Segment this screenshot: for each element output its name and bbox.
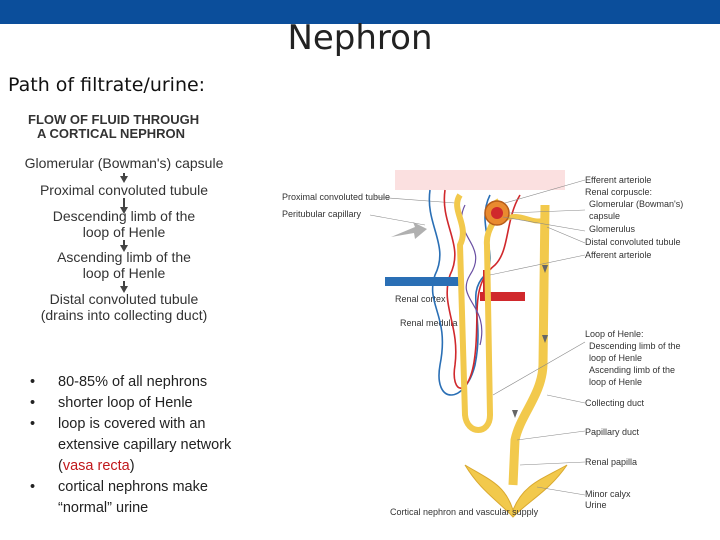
slide-subtitle: Path of filtrate/urine: bbox=[8, 74, 205, 96]
label-dct: Distal convoluted tubule bbox=[585, 237, 681, 247]
flow-step-line1: Descending limb of the bbox=[8, 208, 240, 224]
flow-step-line1: Glomerular (Bowman's) capsule bbox=[8, 155, 240, 171]
label-cortex: Renal cortex bbox=[395, 294, 446, 304]
flow-heading-line2: A CORTICAL NEPHRON bbox=[28, 127, 199, 141]
label-minor-calyx: Minor calyx bbox=[585, 489, 631, 499]
nephron-diagram: Proximal convoluted tubule Peritubular c… bbox=[275, 165, 715, 525]
bullet-text: cortical nephrons make “normal” urine bbox=[58, 479, 208, 516]
down-arrow-icon bbox=[512, 410, 518, 418]
diagram-caption: Cortical nephron and vascular supply bbox=[390, 507, 539, 517]
flow-heading-line1: FLOW OF FLUID THROUGH bbox=[28, 113, 199, 127]
label-collecting: Collecting duct bbox=[585, 398, 645, 408]
bullet-marker: • bbox=[30, 414, 35, 435]
collecting-duct bbox=[513, 205, 545, 485]
bullet-text: shorter loop of Henle bbox=[58, 395, 193, 411]
bullet-item: • cortical nephrons make “normal” urine bbox=[30, 477, 245, 519]
bullet-marker: • bbox=[30, 372, 35, 393]
bullet-text: 80-85% of all nephrons bbox=[58, 374, 207, 390]
bullet-item: • shorter loop of Henle bbox=[30, 393, 245, 414]
label-capsule-2: capsule bbox=[589, 211, 620, 221]
label-ascending-2: loop of Henle bbox=[589, 377, 642, 387]
flow-step-line2: (drains into collecting duct) bbox=[8, 307, 240, 323]
pointer-line bbox=[517, 431, 585, 440]
label-afferent: Afferent arteriole bbox=[585, 250, 651, 260]
label-loop: Loop of Henle: bbox=[585, 329, 644, 339]
flow-step-line1: Distal convoluted tubule bbox=[8, 291, 240, 307]
flow-step-line1: Proximal convoluted tubule bbox=[8, 182, 240, 198]
pointer-line bbox=[520, 462, 585, 465]
label-efferent: Efferent arteriole bbox=[585, 175, 651, 185]
flow-diagram: FLOW OF FLUID THROUGH A CORTICAL NEPHRON… bbox=[8, 113, 258, 328]
label-peritubular: Peritubular capillary bbox=[282, 209, 362, 219]
label-papillary: Papillary duct bbox=[585, 427, 640, 437]
flow-step-ascending: Ascending limb of the loop of Henle bbox=[8, 249, 240, 281]
bullet-text-end: ) bbox=[130, 458, 135, 474]
glomerulus bbox=[491, 207, 503, 219]
label-ascending: Ascending limb of the bbox=[589, 365, 675, 375]
flow-step-line1: Ascending limb of the bbox=[8, 249, 240, 265]
bullet-item: •loop is covered with an extensive capil… bbox=[30, 414, 245, 477]
bullet-item: • 80-85% of all nephrons bbox=[30, 372, 245, 393]
label-papilla: Renal papilla bbox=[585, 457, 637, 467]
flow-step-line2: loop of Henle bbox=[8, 265, 240, 281]
bullet-marker: • bbox=[30, 477, 35, 498]
pointer-line bbox=[547, 227, 585, 243]
pointer-line bbox=[370, 215, 425, 225]
bullet-list: • 80-85% of all nephrons • shorter loop of… bbox=[30, 372, 245, 519]
slide-title: Nephron bbox=[0, 18, 720, 58]
flow-step-line2: loop of Henle bbox=[8, 224, 240, 240]
label-capsule: Glomerular (Bowman's) bbox=[589, 199, 683, 209]
flow-step-capsule: Glomerular (Bowman's) capsule bbox=[8, 155, 240, 171]
label-pct: Proximal convoluted tubule bbox=[282, 192, 390, 202]
flow-step-descending: Descending limb of the loop of Henle bbox=[8, 208, 240, 240]
flow-step-dct: Distal convoluted tubule (drains into co… bbox=[8, 291, 240, 323]
label-corpuscle: Renal corpuscle: bbox=[585, 187, 652, 197]
vasa-recta-highlight: vasa recta bbox=[63, 458, 130, 474]
label-glomerulus: Glomerulus bbox=[589, 224, 636, 234]
cortex-surface bbox=[395, 170, 565, 190]
label-medulla: Renal medulla bbox=[400, 318, 458, 328]
flow-step-pct: Proximal convoluted tubule bbox=[8, 182, 240, 198]
bullet-marker: • bbox=[30, 393, 35, 414]
label-descending: Descending limb of the bbox=[589, 341, 681, 351]
pointer-line bbox=[547, 395, 585, 403]
pointer-line bbox=[490, 255, 585, 275]
flow-heading: FLOW OF FLUID THROUGH A CORTICAL NEPHRON bbox=[28, 113, 199, 141]
label-urine: Urine bbox=[585, 500, 607, 510]
label-descending-2: loop of Henle bbox=[589, 353, 642, 363]
renal-vein bbox=[385, 277, 460, 286]
